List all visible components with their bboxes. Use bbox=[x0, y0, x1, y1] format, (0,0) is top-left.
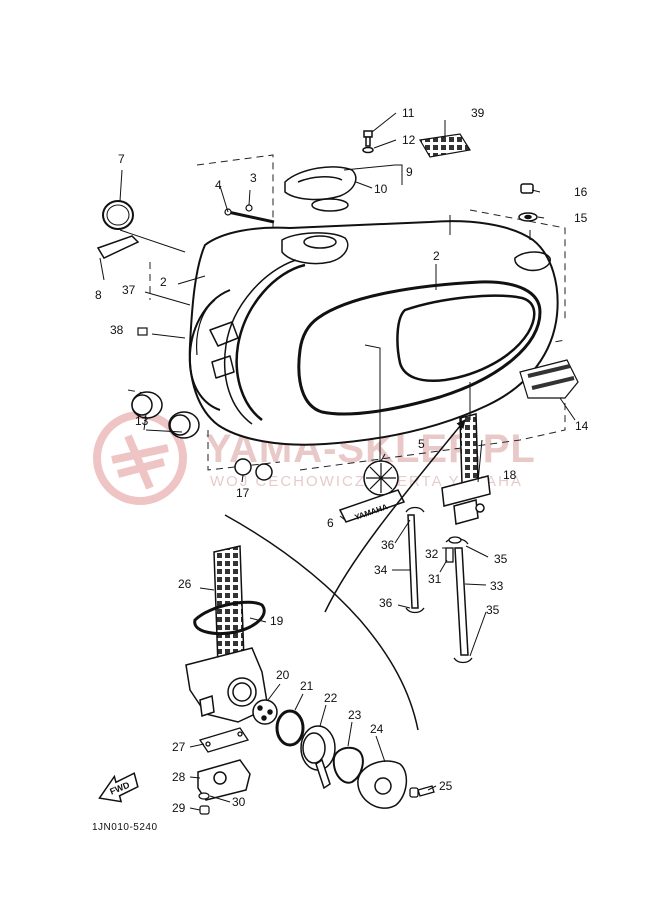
filler-cap bbox=[284, 166, 357, 212]
lever-22 bbox=[300, 725, 336, 790]
screw-29 bbox=[199, 805, 210, 815]
emblem-5 bbox=[363, 460, 399, 496]
callout-35: 35 bbox=[494, 552, 508, 566]
drain-hose-cap-screw bbox=[362, 130, 374, 154]
callout-27: 27 bbox=[172, 740, 186, 754]
part-code: 1JN010-5240 bbox=[92, 822, 158, 833]
plate-24 bbox=[357, 760, 408, 809]
breather-cap-15-16 bbox=[518, 183, 538, 222]
bolt-4 bbox=[224, 204, 275, 224]
damper-13 bbox=[131, 391, 200, 439]
tank-rear-mount bbox=[514, 251, 551, 272]
callout-22: 22 bbox=[324, 691, 338, 705]
callout-11: 11 bbox=[402, 106, 415, 120]
fuel-cock-body bbox=[185, 647, 269, 723]
callout-36: 36 bbox=[379, 596, 393, 610]
callout-7: 7 bbox=[118, 152, 125, 166]
fwd-arrow-icon: FWD bbox=[98, 772, 139, 803]
callout-9: 9 bbox=[406, 165, 413, 179]
callout-37: 37 bbox=[122, 283, 136, 297]
callout-24: 24 bbox=[370, 722, 384, 736]
callout-34: 34 bbox=[374, 563, 388, 577]
callout-39: 39 bbox=[471, 106, 485, 120]
callout-10: 10 bbox=[374, 182, 388, 196]
fuel-tank bbox=[188, 220, 559, 446]
callout-2: 2 bbox=[433, 249, 440, 263]
callout-26: 26 bbox=[178, 577, 192, 591]
tank-knee-rubber-strip bbox=[235, 263, 306, 421]
gasket-23 bbox=[332, 746, 364, 784]
callout-18: 18 bbox=[503, 468, 517, 482]
callout-21: 21 bbox=[300, 679, 314, 693]
callout-29: 29 bbox=[172, 801, 186, 815]
valve-disc-20 bbox=[252, 699, 278, 725]
callout-5: 5 bbox=[418, 437, 425, 451]
callout-2: 2 bbox=[160, 275, 167, 289]
pipe-31-32 bbox=[445, 536, 462, 563]
callout-30: 30 bbox=[232, 795, 246, 809]
callout-25: 25 bbox=[439, 779, 453, 793]
callout-14: 14 bbox=[575, 419, 589, 433]
callout-33: 33 bbox=[490, 579, 504, 593]
o-ring-19 bbox=[193, 600, 266, 635]
fuel-tank-inner-panel bbox=[396, 294, 536, 382]
hose-33 bbox=[454, 547, 469, 656]
callout-12: 12 bbox=[402, 133, 416, 147]
emblem-pad-8 bbox=[96, 235, 140, 259]
callout-17: 17 bbox=[236, 486, 250, 500]
clip-38 bbox=[137, 327, 148, 336]
washer-30 bbox=[198, 792, 210, 800]
callout-20: 20 bbox=[276, 668, 290, 682]
fuel-cock-18 bbox=[441, 413, 491, 525]
damper-14 bbox=[519, 359, 579, 399]
callout-3: 3 bbox=[250, 171, 257, 185]
o-ring-21 bbox=[275, 709, 305, 747]
tank-filler-neck bbox=[303, 235, 337, 249]
callout-23: 23 bbox=[348, 708, 362, 722]
callout-19: 19 bbox=[270, 614, 284, 628]
hose-34 bbox=[407, 514, 419, 609]
callout-8: 8 bbox=[95, 288, 102, 302]
callout-28: 28 bbox=[172, 770, 186, 784]
gasket-27 bbox=[198, 727, 250, 753]
callout-13: 13 bbox=[135, 414, 149, 428]
emblem-ring-7 bbox=[102, 200, 134, 230]
callout-31: 31 bbox=[428, 572, 442, 586]
tank-front-bracket bbox=[209, 321, 239, 379]
callout-36: 36 bbox=[381, 538, 395, 552]
screw-25 bbox=[409, 785, 435, 798]
emblem-6: YAMAHA bbox=[338, 489, 406, 523]
frame-outline bbox=[224, 419, 466, 731]
callout-38: 38 bbox=[110, 323, 124, 337]
callout-16: 16 bbox=[574, 185, 588, 199]
tank-filler-recess bbox=[281, 232, 349, 265]
cover-28 bbox=[197, 759, 251, 801]
callout-6: 6 bbox=[327, 516, 334, 530]
callout-35: 35 bbox=[486, 603, 500, 617]
callout-15: 15 bbox=[574, 211, 588, 225]
callout-32: 32 bbox=[425, 547, 439, 561]
filler-gasket-39 bbox=[419, 133, 471, 158]
damper-17 bbox=[234, 458, 273, 481]
fuel-tank-side-panel bbox=[297, 280, 542, 416]
callout-4: 4 bbox=[215, 178, 222, 192]
leader-lines bbox=[99, 112, 576, 811]
callouts: 2 2 3 4 5 6 7 8 9 10 11 12 13 14 15 16 1… bbox=[95, 106, 589, 815]
